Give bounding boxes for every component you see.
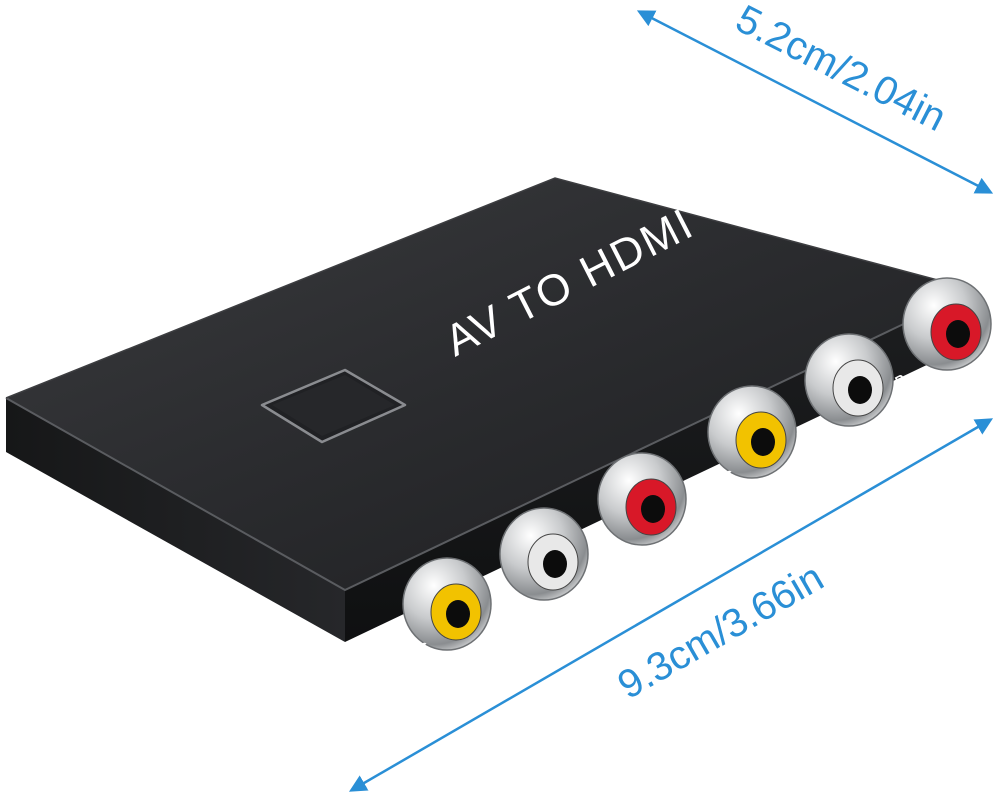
rca-jack-hole — [641, 495, 665, 523]
button-face — [272, 375, 395, 436]
device-back-edge — [5, 177, 976, 399]
length-label: 9.3cm/3.66in — [611, 555, 831, 708]
rca-jack-hole — [446, 600, 470, 628]
device-top-face — [6, 178, 975, 590]
rca-jack-label: CVBS — [393, 639, 432, 669]
mode-button[interactable] — [260, 368, 407, 444]
device-left-face — [6, 398, 345, 642]
width-label: 5.2cm/2.04in — [729, 0, 953, 140]
rca-jack-label: L — [795, 428, 809, 445]
rca-jack-hole — [848, 376, 872, 404]
rca-jack-hole — [543, 550, 567, 578]
width-arrow — [636, 10, 994, 194]
rca-jack-hole — [946, 320, 970, 348]
rca-jack-hole — [751, 428, 775, 456]
dimension-width: 5.2cm/2.04in — [636, 0, 994, 194]
rca-jack-6: R — [893, 277, 992, 389]
length-arrow — [348, 418, 994, 792]
rca-jack-label: L — [490, 602, 504, 619]
rca-jack-label: R — [588, 546, 604, 564]
